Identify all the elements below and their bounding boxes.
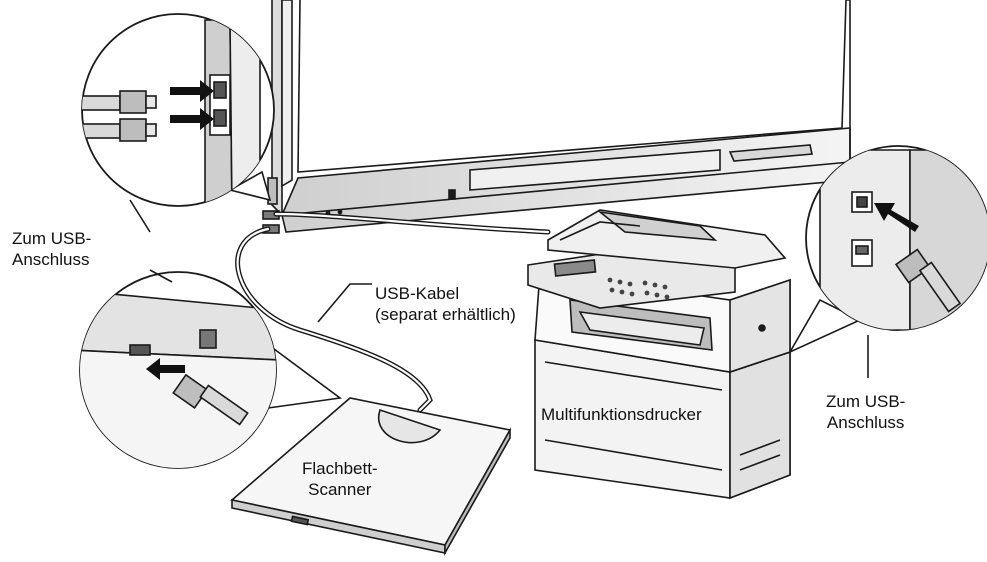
callout-scanner-port: [79, 271, 343, 469]
usb-plug-icon: [172, 373, 249, 426]
scanner-label: Flachbett- Scanner: [302, 458, 378, 500]
usb-port-left-label-line1: Zum USB-: [12, 229, 92, 248]
usb-plug-icon: [82, 90, 157, 142]
usb-port-right-label-line1: Zum USB-: [826, 392, 906, 411]
whiteboard: [262, 0, 851, 234]
leader-lines: [129, 199, 869, 378]
insert-arrow-icon: [170, 80, 214, 130]
insert-arrow-icon: [146, 358, 185, 380]
usb-cable-label: USB-Kabel (separat erhältlich): [375, 283, 516, 325]
flatbed-scanner: [230, 397, 512, 557]
usb-cable-label-line2: (separat erhältlich): [375, 305, 516, 324]
usb-cable-label-line1: USB-Kabel: [375, 284, 460, 303]
multifunction-printer: [527, 209, 791, 500]
printer-label: Multifunktionsdrucker: [541, 405, 702, 424]
usb-port-left-label: Zum USB- Anschluss: [12, 228, 91, 270]
scanner-label-line1: Flachbett-: [302, 459, 378, 478]
callout-printer-port: [788, 145, 987, 354]
callout-board-ports: [81, 13, 275, 207]
usb-plug-icon: [894, 248, 962, 313]
scanner-label-line2: Scanner: [308, 480, 372, 499]
insert-arrow-icon: [874, 203, 919, 232]
usb-port-left-label-line2: Anschluss: [12, 250, 90, 269]
usb-port-right-label-line2: Anschluss: [826, 413, 905, 432]
usb-port-right-label: Zum USB- Anschluss: [826, 391, 905, 433]
